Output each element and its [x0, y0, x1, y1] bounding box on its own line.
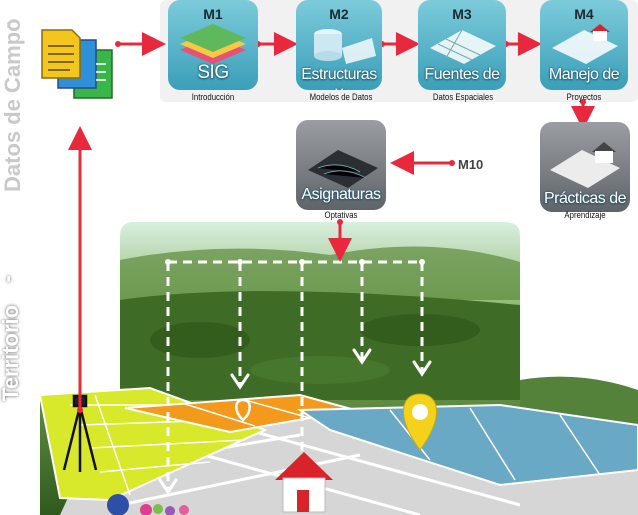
- flow-arrows: [68, 32, 595, 410]
- location-pin-small-icon: [235, 398, 251, 422]
- module-code: M4: [574, 6, 594, 22]
- module-m2[interactable]: M2 Estructuras y: [296, 0, 382, 90]
- spheres-icon: [107, 494, 189, 515]
- separator-bottom: -: [0, 275, 21, 282]
- module-title: Asignaturas: [301, 186, 382, 203]
- module-m1[interactable]: M1 SIG: [168, 0, 258, 90]
- module-title: Manejo de: [548, 66, 620, 83]
- module-m4[interactable]: M4 Manejo de: [540, 0, 628, 90]
- module-thumbnails: [168, 0, 630, 212]
- module-m3[interactable]: M3 Fuentes de: [418, 0, 506, 90]
- side-label-campo: Datos de Campo: [0, 18, 25, 192]
- module-code: M2: [329, 6, 349, 22]
- landscape-illustration: [38, 222, 638, 515]
- module-code: M3: [452, 6, 472, 22]
- module-subtitle: Optativas: [324, 210, 358, 221]
- module-title: Estructuras y: [301, 66, 377, 90]
- module-code: M1: [203, 6, 223, 22]
- module-title: SIG: [197, 62, 229, 83]
- module-asignaturas-optativas[interactable]: Asignaturas: [296, 120, 386, 210]
- side-label-territorio: Territorio: [0, 304, 23, 402]
- house-icon: [275, 452, 333, 513]
- module-subtitle: Proyectos: [566, 92, 602, 103]
- module-subtitle: Modelos de Datos: [309, 92, 373, 103]
- module-title: Prácticas de: [543, 190, 627, 207]
- location-pin-icon: [403, 393, 437, 451]
- module-practicas[interactable]: Prácticas de: [540, 122, 630, 212]
- module-subtitle: Datos Espaciales: [432, 92, 494, 103]
- module-subtitle: Aprendizaje: [564, 210, 606, 221]
- module-m10-label: M10: [458, 157, 484, 172]
- documents-icon: [41, 29, 113, 99]
- module-subtitle: Introducción: [191, 92, 235, 103]
- module-title: Fuentes de: [424, 66, 500, 83]
